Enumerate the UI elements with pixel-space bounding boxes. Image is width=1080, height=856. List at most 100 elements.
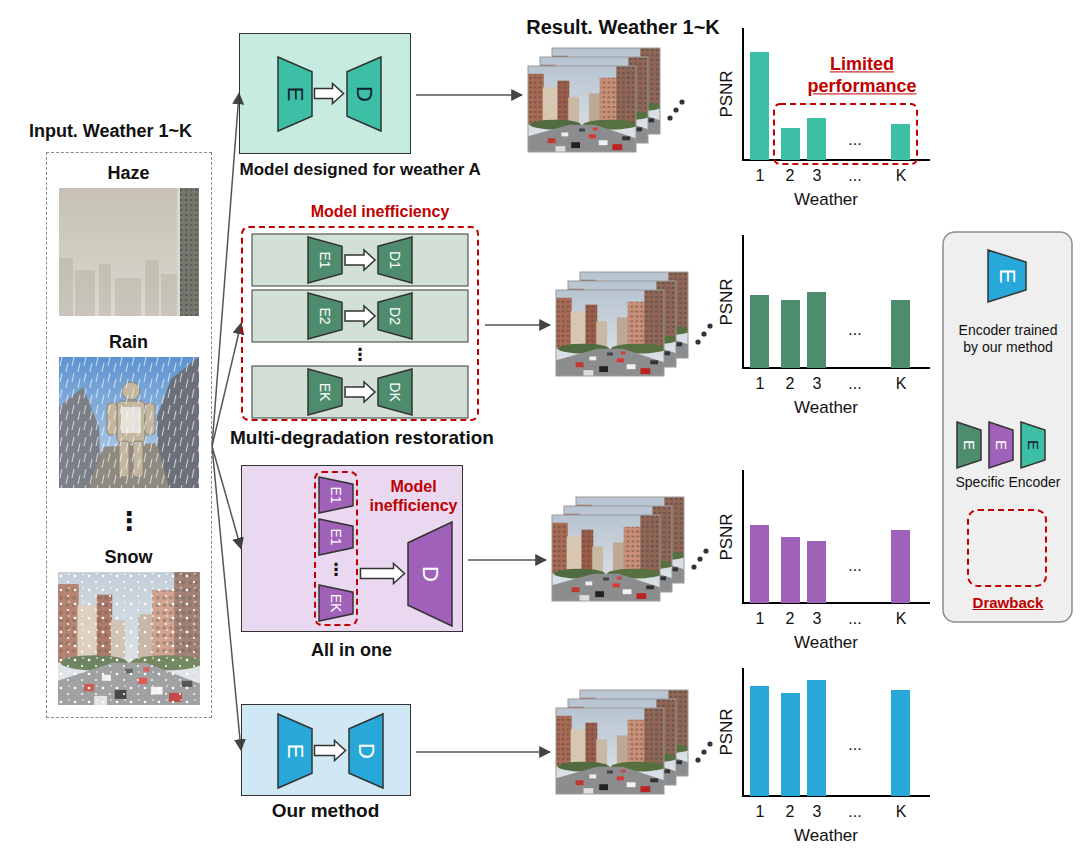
block-arrow	[345, 382, 375, 402]
ellipsis-mark: ⋮	[328, 559, 345, 579]
block-letter: EK	[317, 383, 334, 402]
block-letter: E1	[317, 251, 334, 268]
trapezoid-shape	[308, 293, 342, 339]
tick-label: 3	[813, 802, 822, 821]
trapezoid-shape	[378, 237, 412, 283]
output-arrow	[416, 95, 550, 752]
weather-image: Snow	[58, 572, 200, 705]
block-letter: E1	[327, 528, 344, 545]
ellipsis-mark: ⋮	[116, 506, 142, 537]
result-image-stack	[667, 115, 672, 120]
haze-photo	[161, 274, 177, 316]
block-arrow	[315, 84, 344, 104]
block-letter: D1	[387, 251, 404, 269]
decoder-block: D	[347, 57, 381, 131]
result-image-stack	[556, 708, 664, 794]
tick-label: 2	[786, 374, 795, 393]
drawback-dashed-box: E1D1E2D2EKDKModel inefficiencyMulti-degr…	[241, 226, 479, 421]
legend-panel	[1021, 422, 1045, 468]
haze-photo	[99, 264, 111, 316]
decoder-block: D	[349, 714, 383, 788]
haze-photo	[59, 258, 177, 316]
result-image-stack	[552, 515, 660, 601]
tick-label: 1	[756, 166, 765, 185]
trapezoid-shape	[319, 519, 353, 555]
trapezoid-shape	[308, 369, 342, 415]
drawback-note: Limited performance	[787, 54, 937, 97]
psnr-bar-chart	[750, 295, 769, 368]
psnr-bar-chart	[750, 292, 910, 368]
psnr-bar-chart	[742, 235, 744, 368]
tick-label: K	[896, 166, 907, 185]
psnr-bar-chart	[781, 537, 800, 603]
block-letter: DK	[387, 382, 404, 401]
tick-label: 3	[813, 374, 822, 393]
result-image-stack	[707, 741, 712, 746]
result-image-stack	[707, 323, 712, 328]
drawback-dashed-box: E1E1EKModel inefficiency	[314, 471, 358, 626]
block-letter: D	[416, 566, 442, 582]
tick-label: ...	[848, 802, 861, 821]
trapezoid-shape	[347, 57, 381, 131]
block-letter: E	[281, 743, 307, 758]
output-arrow	[468, 559, 546, 561]
node-caption: Haze	[59, 163, 199, 185]
block-letter: D	[352, 743, 378, 759]
legend-panel	[957, 422, 981, 468]
legend-icon-letter: E	[1024, 440, 1042, 450]
result-image-stack	[528, 66, 636, 152]
section-heading: Result. Weather 1~K	[526, 15, 720, 39]
tick-label: 2	[786, 166, 795, 185]
output-arrow	[416, 751, 550, 753]
axis-title: PSNR	[717, 70, 737, 117]
model-box-fill	[241, 465, 463, 632]
model-box: EDModel designed for weather A	[239, 33, 411, 154]
snow-photo	[58, 572, 200, 705]
haze-photo	[177, 188, 180, 316]
node-caption: Multi-degradation restoration	[230, 427, 494, 450]
psnr-bar-chart	[891, 690, 910, 796]
tick-label: 3	[813, 166, 822, 185]
block-letter: D2	[387, 307, 404, 325]
tick-label: 2	[786, 609, 795, 628]
axis-title: Weather	[794, 633, 858, 653]
result-image-stack	[556, 290, 664, 376]
result-image-stack	[697, 556, 702, 561]
result-image-stack	[556, 690, 713, 794]
trapezoid-shape	[278, 714, 312, 788]
result-image-stack	[528, 66, 638, 152]
output-arrow	[485, 324, 550, 326]
trapezoid-shape	[308, 237, 342, 283]
psnr-bar-chart	[742, 235, 930, 368]
haze-photo	[179, 188, 199, 316]
psnr-bar-chart	[742, 28, 744, 160]
legend-panel	[989, 422, 1013, 468]
haze-photo	[59, 188, 199, 316]
axis-title: PSNR	[717, 708, 737, 755]
tick-label: 1	[756, 609, 765, 628]
bar-ellipsis: ...	[848, 556, 861, 575]
block-letter: EK	[327, 593, 344, 612]
input-group-box: HazeRainSnowInput. Weather 1~K	[46, 152, 212, 718]
snow-photo	[58, 572, 203, 705]
psnr-bar-chart	[891, 124, 910, 160]
bar-ellipsis: ...	[848, 130, 861, 149]
psnr-bar-chart	[807, 118, 826, 160]
legend-panel	[943, 232, 1072, 622]
haze-photo	[179, 188, 199, 316]
axis-title: Weather	[794, 826, 858, 846]
result-image-stack	[703, 548, 708, 553]
legend-text: Drawback	[950, 594, 1066, 612]
tick-label: 1	[756, 374, 765, 393]
sub-model-box	[252, 234, 468, 286]
block-letter: E	[281, 86, 307, 101]
result-image-stack	[556, 272, 713, 376]
result-image-stack	[673, 107, 678, 112]
legend-panel	[968, 510, 1046, 586]
legend-text: Specific Encoder	[950, 474, 1066, 491]
tick-label: K	[896, 374, 907, 393]
node-caption: All in one	[241, 640, 463, 662]
sub-model-box	[252, 366, 468, 418]
result-image-stack	[701, 331, 706, 336]
